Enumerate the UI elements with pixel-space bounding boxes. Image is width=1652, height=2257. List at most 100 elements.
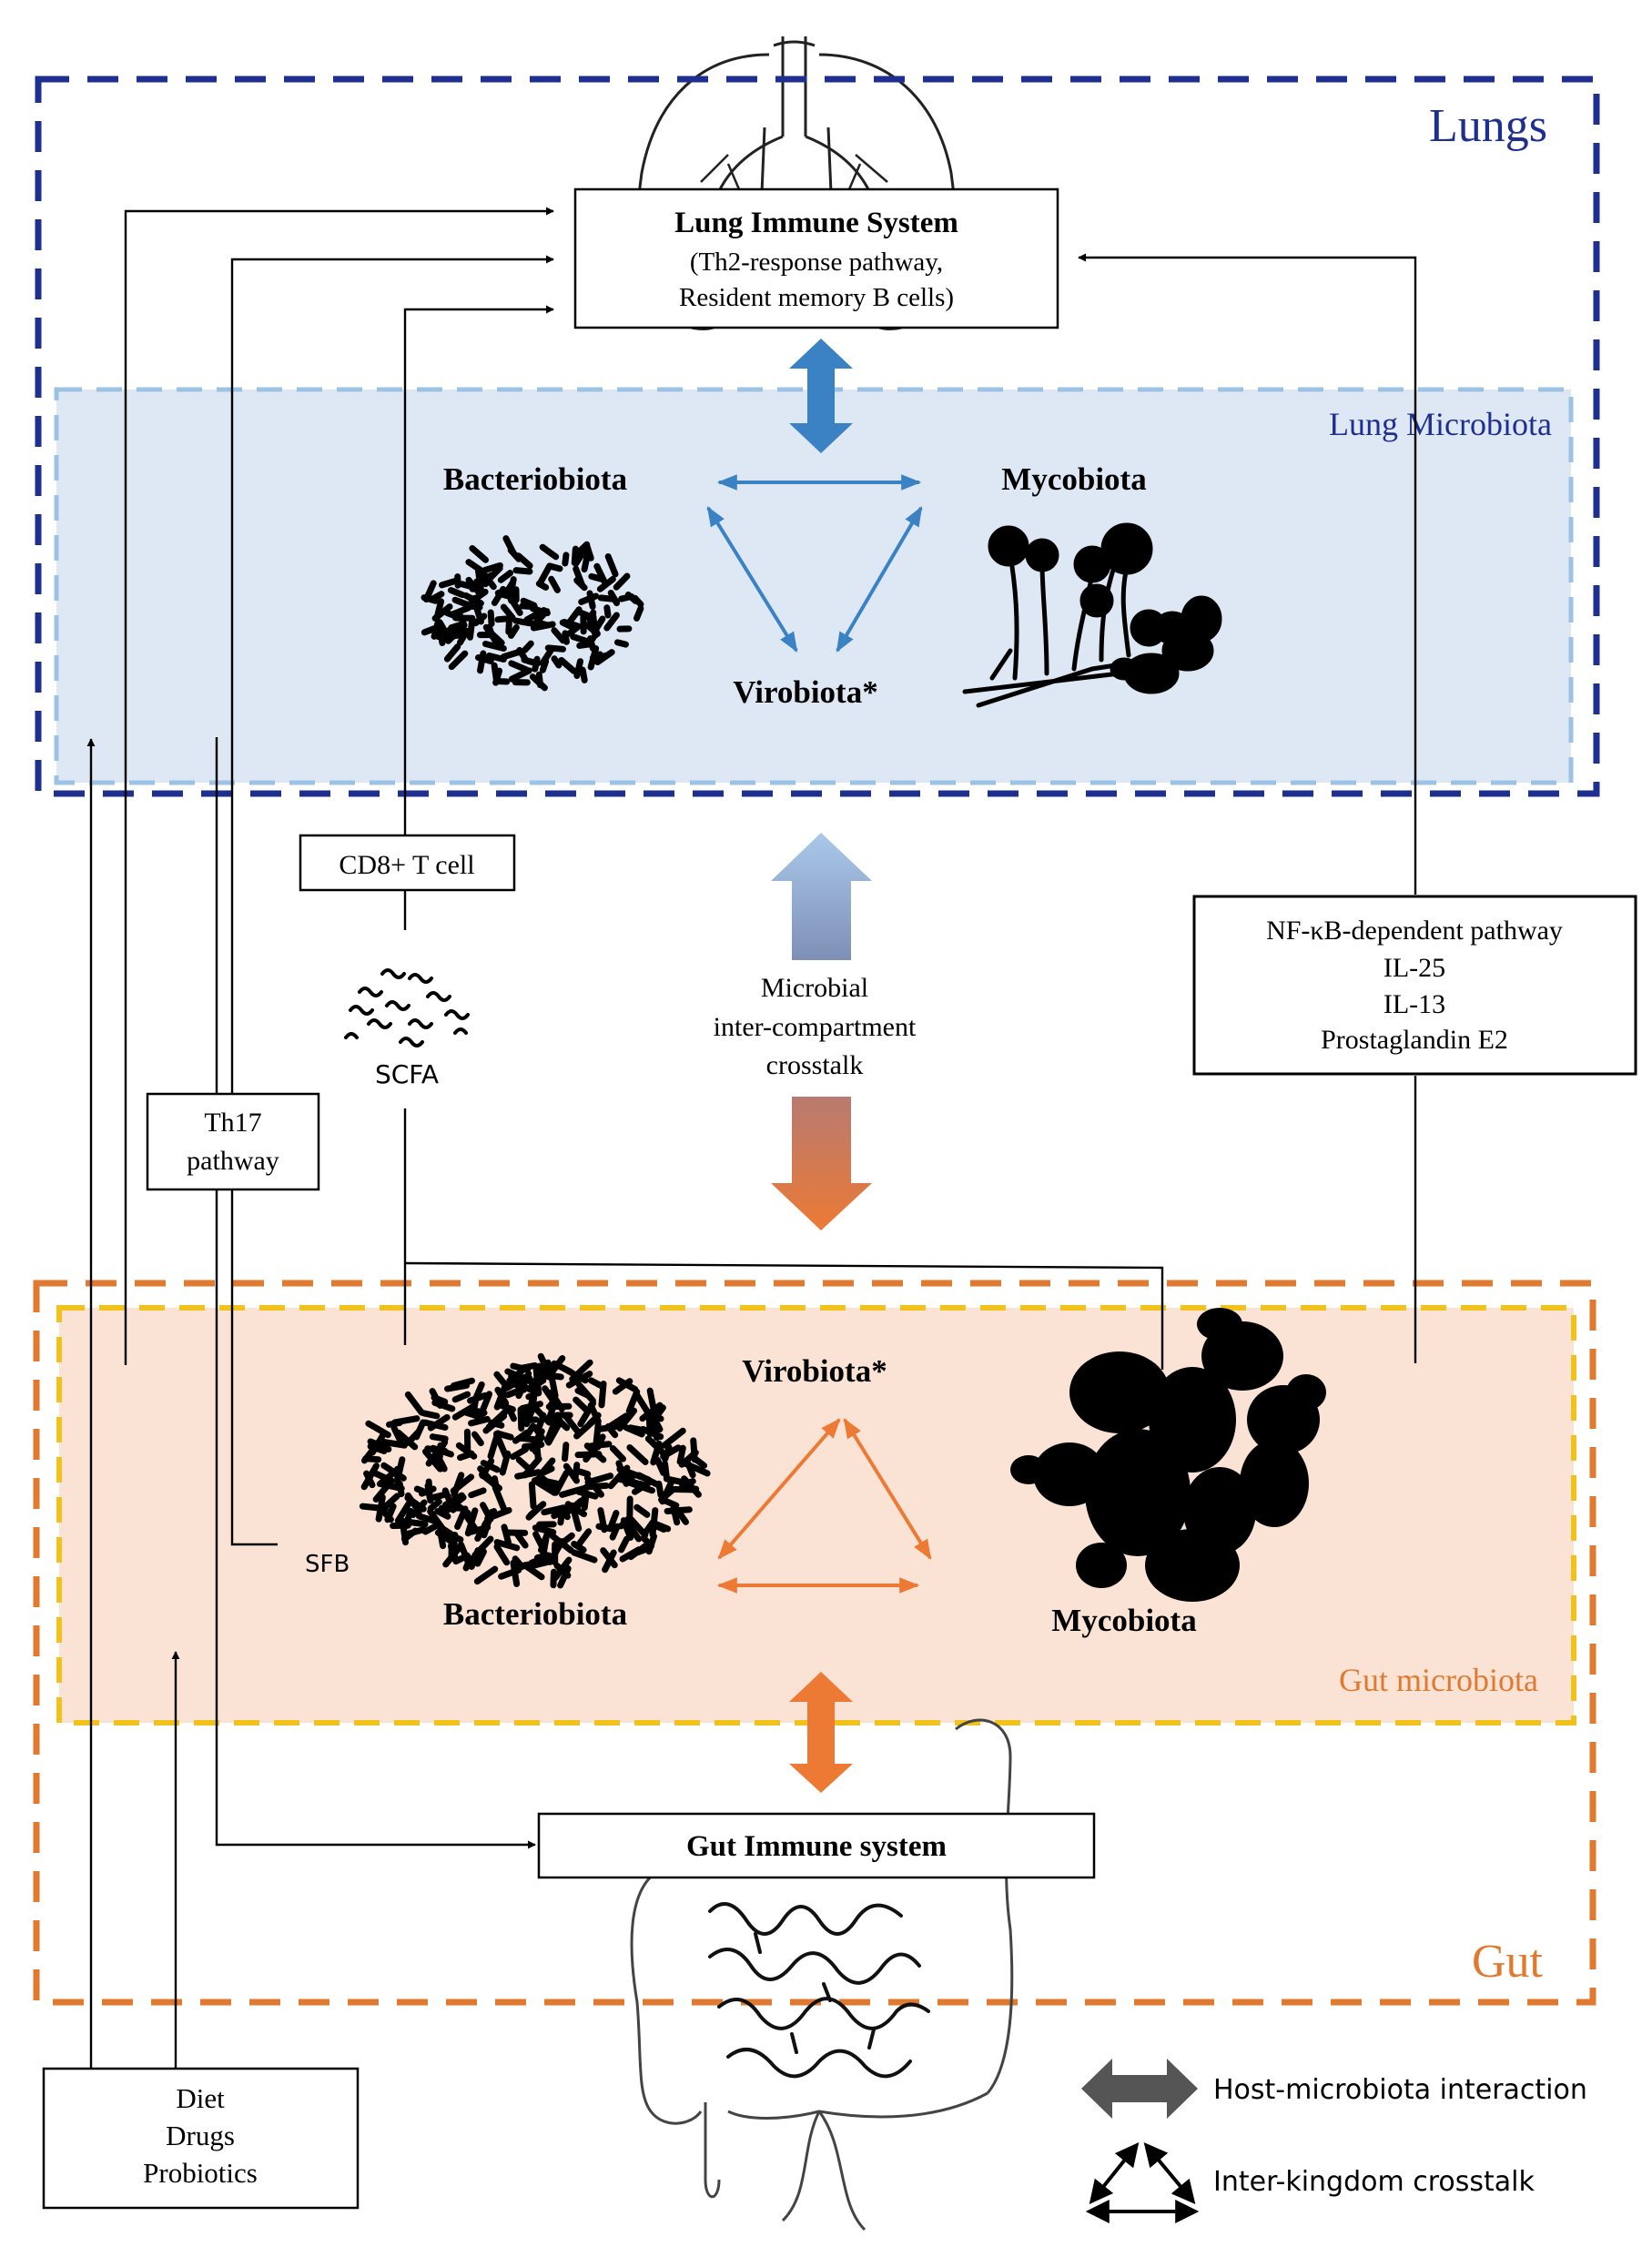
bacterium-rod: [587, 1441, 613, 1450]
bacterium-rod: [532, 1433, 542, 1455]
small-intestine-coils: [708, 1902, 930, 2079]
lung-immune-line2: Resident memory B cells): [679, 283, 954, 312]
bacterium-rod: [481, 641, 507, 652]
bacterium-rod: [579, 666, 588, 683]
th17-box: [146, 1092, 320, 1191]
scfa-label: SCFA: [375, 1059, 439, 1089]
bacterium-rod: [433, 624, 442, 641]
bacterium-rod: [679, 1478, 696, 1489]
lung-bacteria-illustration: [421, 535, 644, 692]
bacterium-rod: [548, 1372, 559, 1400]
bacterium-rod: [447, 587, 466, 599]
bacterium-rod: [429, 1388, 443, 1409]
bacterium-rod: [574, 1387, 592, 1399]
gut-mycobiota-label: Mycobiota: [1051, 1603, 1196, 1638]
bacterium-rod: [418, 1485, 437, 1497]
bacterium-rod: [481, 562, 503, 573]
bacterium-rod: [493, 1383, 509, 1411]
bacterium-rod: [433, 598, 445, 622]
diet-label-line2: Drugs: [166, 2120, 235, 2151]
lung-interkingdom-arrows: [706, 474, 923, 653]
bacterium-rod: [512, 617, 535, 627]
bacterium-rod: [517, 1406, 525, 1432]
th17-label-line1: Th17: [204, 1108, 261, 1138]
bacterium-rod: [552, 1470, 570, 1496]
bacterium-rod: [458, 581, 484, 593]
bacterium-rod: [487, 1430, 502, 1460]
bacterium-rod: [660, 1444, 682, 1460]
bacterium-rod: [580, 614, 587, 635]
bacterium-rod: [537, 562, 553, 586]
lung-immune-title: Lung Immune System: [674, 207, 958, 239]
bacterium-rod: [662, 1460, 670, 1482]
bacterium-rod: [522, 1405, 531, 1426]
nfkb-label-line4: Prostaglandin E2: [1321, 1025, 1508, 1055]
bacterium-rod: [360, 1462, 380, 1491]
bacterium-rod: [514, 1469, 542, 1480]
bacterium-rod: [650, 1519, 672, 1533]
bacterium-rod: [472, 612, 488, 627]
bacterium-rod: [499, 1450, 512, 1476]
lung-microbiota-box: [54, 387, 1574, 785]
bacterium-rod: [468, 588, 489, 605]
bacterium-rod: [573, 1396, 591, 1414]
bacterium-rod: [593, 562, 608, 585]
scfa-illustration: [344, 968, 470, 1048]
bacterium-rod: [603, 604, 612, 619]
bacterium-rod: [413, 1419, 427, 1441]
bacterium-rod: [421, 1410, 441, 1420]
gut-bacteria-illustration: [359, 1352, 711, 1589]
bacterium-rod: [362, 1455, 382, 1463]
bacterium-rod: [493, 1543, 511, 1566]
bacterium-rod: [512, 567, 533, 575]
bacterium-rod: [525, 1506, 541, 1521]
bacterium-rod: [571, 1549, 598, 1564]
bacterium-rod: [473, 1381, 485, 1400]
bacterium-rod: [491, 662, 500, 683]
lung-fungi-illustration: [962, 522, 1222, 708]
bacterium-rod: [441, 1487, 457, 1513]
gut-to-lung-immune-arrow: [124, 207, 554, 1365]
legend-triangle-icon: [1085, 2141, 1200, 2223]
bacterium-rod: [539, 543, 560, 561]
bacterium-rod: [664, 1506, 693, 1514]
bacterium-rod: [479, 1458, 495, 1480]
bacterium-rod: [521, 640, 534, 654]
bacterium-rod: [450, 1377, 475, 1390]
bacterium-rod: [375, 1493, 386, 1523]
gut-immune-box: [537, 1812, 1096, 1879]
bacterium-rod: [633, 605, 644, 622]
bacterium-rod: [578, 592, 600, 605]
bacterium-rod: [625, 1388, 641, 1414]
th17-label-line2: pathway: [187, 1146, 279, 1176]
bacterium-rod: [515, 1456, 532, 1472]
bacterium-rod: [502, 535, 517, 556]
bacterium-rod: [450, 604, 472, 618]
bacterium-rod: [505, 1404, 517, 1422]
bacterium-rod: [454, 1505, 469, 1531]
bacterium-rod: [525, 658, 542, 667]
bacterium-rod: [570, 633, 589, 644]
bacterium-rod: [485, 653, 507, 663]
bacterium-rod: [541, 1504, 567, 1516]
bacterium-rod: [573, 565, 585, 589]
bacterium-rod: [537, 1352, 553, 1379]
bacterium-rod: [438, 1527, 464, 1543]
bacterium-rod: [604, 1422, 619, 1439]
lung-mycobiota-label: Mycobiota: [1001, 461, 1146, 497]
bacterium-rod: [632, 594, 644, 608]
bacterium-rod: [508, 623, 520, 639]
bacterium-rod: [379, 1438, 408, 1449]
bacterium-rod: [515, 552, 533, 570]
bacterium-rod: [512, 679, 531, 686]
bacterium-rod: [548, 1401, 555, 1422]
bacterium-rod: [633, 1503, 651, 1518]
bacterium-rod: [532, 1524, 557, 1536]
bacterium-rod: [607, 1510, 620, 1530]
lung-host-microbiota-arrow: [789, 339, 853, 453]
bacterium-rod: [609, 1445, 626, 1462]
scfa-to-lung-immune-arrow: [403, 305, 554, 930]
bacterium-rod: [446, 626, 470, 634]
bacterium-rod: [562, 1412, 582, 1436]
crosstalk-down-arrow: [771, 1097, 872, 1230]
